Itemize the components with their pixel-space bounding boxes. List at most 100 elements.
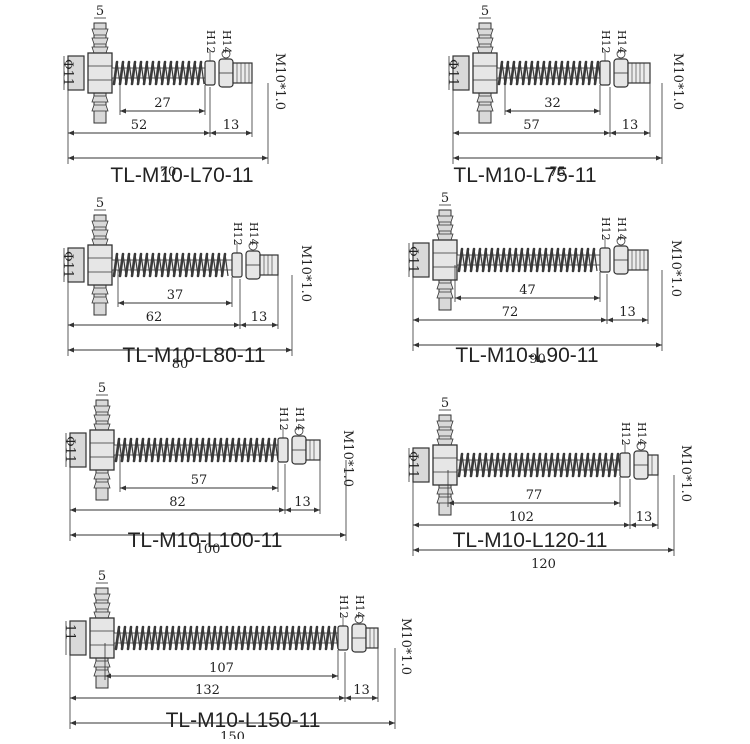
- nut-h12: [337, 625, 349, 651]
- dim-end-arrow-left: [240, 322, 246, 328]
- dim-shaft-arrow-left: [70, 507, 76, 513]
- dim-end-label: 13: [619, 305, 636, 320]
- dim-shaft-arrow-right: [234, 322, 240, 328]
- barb-ring: [436, 233, 454, 241]
- barb-ring: [91, 296, 109, 304]
- dim-spring-label: 107: [209, 661, 234, 676]
- dim-total-label: 120: [531, 557, 556, 572]
- dim-total-label: 75: [549, 165, 566, 180]
- barb-ring: [91, 46, 109, 54]
- pipe-width-label: 5: [441, 191, 449, 206]
- barb-ring: [91, 220, 109, 228]
- hex-block: [89, 429, 115, 471]
- thread-label: M10*1.0: [298, 245, 313, 302]
- barb-ring: [93, 472, 111, 480]
- dim-total-arrow-left: [68, 155, 74, 161]
- nut-h12: [277, 437, 289, 463]
- barb-ring: [436, 282, 454, 290]
- dim-total-arrow-left: [413, 547, 419, 553]
- nut-h12-label: H12: [619, 422, 632, 446]
- barb-ring: [91, 28, 109, 36]
- threaded-tip: [647, 454, 659, 476]
- dim-total-arrow-left: [453, 155, 459, 161]
- pipe-width-label: 5: [98, 381, 106, 396]
- dim-total-arrow-left: [413, 342, 419, 348]
- barb-ring: [93, 602, 111, 610]
- dim-end-arrow-left: [210, 130, 216, 136]
- threaded-tip: [365, 627, 379, 649]
- threaded-tip: [305, 439, 321, 461]
- barb-ring: [91, 104, 109, 112]
- spring: [457, 247, 598, 273]
- dim-shaft-arrow-right: [279, 507, 285, 513]
- diagram-caption: TL-M10-L150-11: [166, 709, 321, 732]
- dim-spring-arrow-left: [448, 500, 454, 506]
- pipe-width-label: 5: [441, 396, 449, 411]
- thread-label: M10*1.0: [398, 618, 413, 675]
- end-cap: [69, 620, 87, 656]
- nut-h12: [204, 60, 216, 86]
- barb-ring: [436, 487, 454, 495]
- nut-h12-label: H12: [599, 30, 612, 54]
- hex-block: [89, 617, 115, 659]
- dim-shaft-arrow-left: [70, 695, 76, 701]
- diameter-label: Φ11: [60, 251, 75, 278]
- nut-h12: [599, 247, 611, 273]
- dim-end-label: 13: [223, 118, 240, 133]
- dim-total-arrow-right: [262, 155, 268, 161]
- dim-spring-arrow-right: [272, 485, 278, 491]
- dim-end-arrow-right: [644, 130, 650, 136]
- dim-spring-arrow-right: [226, 300, 232, 306]
- dim-end-arrow-left: [345, 695, 351, 701]
- nut-h12-label: H12: [204, 30, 217, 54]
- dim-spring-arrow-right: [594, 108, 600, 114]
- dim-spring-label: 77: [526, 488, 543, 503]
- dim-spring-arrow-right: [594, 295, 600, 301]
- dim-total-label: 80: [172, 357, 189, 372]
- thread-label: M10*1.0: [678, 445, 693, 502]
- hex-block: [472, 52, 498, 94]
- pipe-width-label: 5: [98, 569, 106, 584]
- threaded-tip: [232, 62, 253, 84]
- dim-total-arrow-right: [656, 155, 662, 161]
- dim-total-arrow-left: [68, 347, 74, 353]
- barb-ring: [93, 593, 111, 601]
- end-cap: [69, 432, 87, 468]
- dim-end-label: 13: [636, 510, 653, 525]
- diagram-caption: TL-M10-L120-11: [453, 529, 608, 552]
- nut-h12-label: H12: [599, 217, 612, 241]
- dim-total-arrow-left: [70, 720, 76, 726]
- diameter-label: Φ11: [445, 59, 460, 86]
- dim-spring-label: 32: [544, 96, 561, 111]
- dim-shaft-arrow-right: [604, 130, 610, 136]
- threaded-tip: [627, 249, 649, 271]
- threaded-tip: [259, 254, 279, 276]
- dim-end-arrow-right: [372, 695, 378, 701]
- dim-end-arrow-left: [607, 317, 613, 323]
- dim-spring-arrow-right: [332, 673, 338, 679]
- dim-end-label: 13: [622, 118, 639, 133]
- dim-shaft-arrow-left: [453, 130, 459, 136]
- dim-spring-arrow-left: [120, 108, 126, 114]
- dim-shaft-arrow-left: [68, 322, 74, 328]
- dim-total-arrow-right: [286, 347, 292, 353]
- dim-spring-arrow-left: [455, 295, 461, 301]
- spring: [112, 252, 229, 278]
- hex-block: [432, 444, 458, 486]
- diagram-caption: TL-M10-L100-11: [128, 529, 283, 552]
- thread-label: M10*1.0: [668, 240, 683, 297]
- dim-total-label: 100: [196, 542, 221, 557]
- dim-shaft-arrow-right: [601, 317, 607, 323]
- thread-label: M10*1.0: [340, 430, 355, 487]
- thread-label: M10*1.0: [272, 53, 287, 110]
- dim-total-label: 90: [529, 352, 546, 367]
- barb-ring: [476, 28, 494, 36]
- dim-total-arrow-right: [340, 532, 346, 538]
- diagram-caption: TL-M10-L90-11: [455, 344, 598, 367]
- dim-spring-arrow-left: [505, 108, 511, 114]
